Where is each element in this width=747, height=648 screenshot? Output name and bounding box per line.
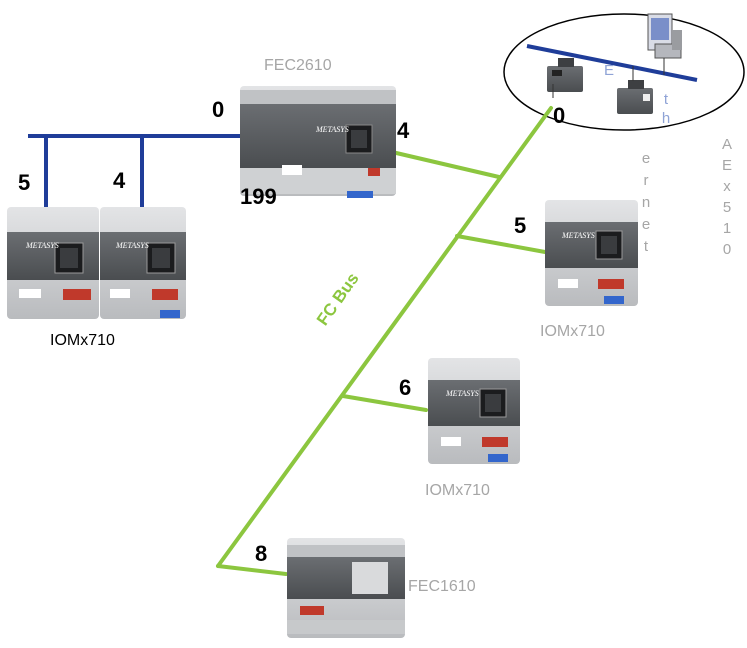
iom-right-5-name: IOMx710 [540, 323, 605, 340]
svg-text:METASYS: METASYS [25, 241, 59, 250]
iom-left-a-address: 5 [18, 170, 31, 195]
fec2610-fc-address: 4 [397, 118, 410, 143]
ethernet-label-col-a: E [604, 62, 615, 79]
fec2610-bottom-address: 199 [240, 184, 277, 209]
supervisor-device-b [617, 80, 653, 114]
fec1610-address: 8 [255, 541, 268, 566]
svg-text:METASYS: METASYS [445, 389, 479, 398]
iom-right-6: METASYS [428, 358, 520, 464]
ethernet-address: 0 [553, 103, 566, 128]
workstation-icon [647, 13, 682, 59]
fec1610-controller [287, 538, 405, 638]
supervisor-device-a [547, 58, 583, 92]
iom-left-a: METASYS [7, 207, 99, 319]
iom-right-5-address: 5 [514, 213, 527, 238]
iom-right-5: METASYS [545, 200, 638, 306]
ethernet-bus-line [526, 44, 698, 82]
ethernet-label-col-b: t h [661, 91, 671, 127]
ethernet-label-col-c: e r n e t [641, 150, 651, 255]
fec1610-name: FEC1610 [408, 578, 476, 595]
svg-text:METASYS: METASYS [561, 231, 595, 240]
svg-text:METASYS: METASYS [315, 125, 349, 134]
fc-bus [216, 106, 553, 576]
fec2610-controller: METASYS [240, 86, 396, 198]
iom-left-b: METASYS [100, 207, 186, 319]
fec2610-name: FEC2610 [264, 57, 332, 74]
fec2610-sa-address: 0 [212, 97, 225, 122]
iom-right-6-name: IOMx710 [425, 482, 490, 499]
ethernet-network-ellipse [503, 13, 745, 131]
supervisor-name-vertical: A E x 5 1 0 [721, 136, 732, 258]
iom-left-b-address: 4 [113, 168, 126, 193]
iom-right-6-address: 6 [399, 375, 412, 400]
iom-left-group-name: IOMx710 [50, 332, 115, 349]
svg-text:METASYS: METASYS [115, 241, 149, 250]
